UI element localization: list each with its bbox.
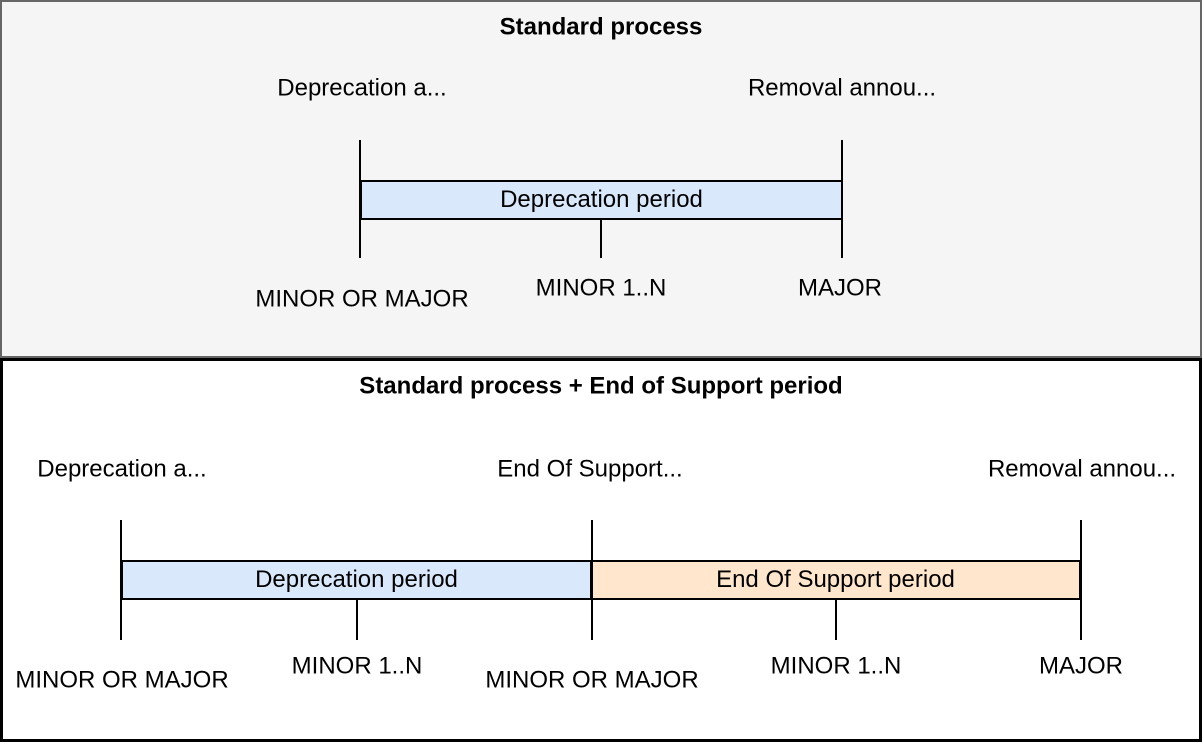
- milestone-label-minor-or-major: MINOR OR MAJOR: [255, 285, 469, 313]
- milestone-label-major-2: MAJOR: [1039, 652, 1123, 680]
- deprecation-period-bar: Deprecation period: [360, 180, 843, 220]
- deprecation-period-label-2: Deprecation period: [255, 566, 458, 593]
- milestone-label-minor-or-major-2: MINOR OR MAJOR: [485, 666, 699, 694]
- event-label-deprecation-announcement-2: Deprecation a...: [37, 455, 207, 483]
- event-label-deprecation-announcement: Deprecation a...: [277, 74, 447, 102]
- milestone-label-minor-1n-1: MINOR 1..N: [291, 652, 423, 680]
- end-of-support-period-label: End Of Support period: [716, 566, 955, 593]
- timeline-tick-transition: [591, 520, 593, 640]
- timeline-tick-start-2: [120, 520, 122, 640]
- deprecation-period-bar-2: Deprecation period: [121, 560, 592, 600]
- timeline-tick-middle: [600, 220, 602, 258]
- event-label-end-of-support: End Of Support...: [497, 455, 683, 483]
- panel1-title: Standard process: [499, 13, 703, 41]
- timeline-tick-middle-eos: [835, 600, 837, 640]
- panel2-title: Standard process + End of Support period: [359, 372, 843, 400]
- milestone-label-major: MAJOR: [798, 274, 882, 302]
- timeline-tick-end-2: [1080, 520, 1082, 640]
- timeline-tick-start: [359, 140, 361, 258]
- milestone-label-minor-or-major-1: MINOR OR MAJOR: [15, 666, 229, 694]
- deprecation-period-label: Deprecation period: [500, 186, 703, 213]
- timeline-tick-end: [841, 140, 843, 258]
- end-of-support-period-bar: End Of Support period: [590, 560, 1081, 600]
- timeline-tick-middle-deprecation: [356, 600, 358, 640]
- event-label-removal-announcement: Removal annou...: [747, 74, 937, 102]
- standard-process-panel: [0, 0, 1202, 358]
- event-label-removal-announcement-2: Removal annou...: [987, 455, 1177, 483]
- standard-eos-panel: [0, 358, 1202, 742]
- milestone-label-minor-1n-2: MINOR 1..N: [770, 652, 902, 680]
- milestone-label-minor-1n: MINOR 1..N: [535, 274, 667, 302]
